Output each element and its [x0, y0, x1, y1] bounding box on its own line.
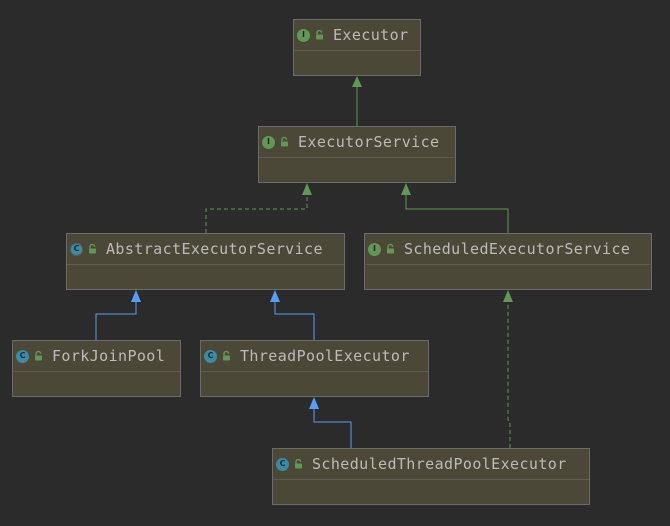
- node-header: C ForkJoinPool: [13, 341, 180, 372]
- arrowhead-executorservice-left: [302, 183, 312, 195]
- node-label: Executor: [333, 26, 409, 44]
- node-header: I ExecutorService: [259, 127, 455, 158]
- interface-icon: I: [368, 242, 381, 256]
- unlocked-padlock-icon: [35, 350, 42, 361]
- arrowhead-executorservice-right: [401, 183, 411, 195]
- abstract-class-icon: C: [70, 242, 83, 256]
- edge-abstractexecutorservice-executorservice: [205, 195, 308, 233]
- node-executorservice[interactable]: I ExecutorService: [258, 126, 456, 183]
- edge-scheduledthreadpoolexecutor-threadpoolexecutor: [313, 409, 352, 448]
- unlocked-padlock-icon: [316, 29, 323, 40]
- unlocked-padlock-icon: [387, 243, 394, 254]
- class-icon: C: [16, 349, 29, 363]
- arrowhead-scheduledexecutorservice: [503, 290, 513, 302]
- arrowhead-threadpoolexecutor: [309, 397, 319, 409]
- class-icon: C: [276, 457, 289, 471]
- node-label: ExecutorService: [298, 133, 440, 151]
- node-executor[interactable]: I Executor: [293, 19, 421, 76]
- unlocked-padlock-icon: [223, 350, 230, 361]
- arrowhead-abstractexecutorservice-right: [270, 290, 280, 302]
- node-header: C ScheduledThreadPoolExecutor: [273, 449, 589, 480]
- node-scheduledthreadpoolexecutor[interactable]: C ScheduledThreadPoolExecutor: [272, 448, 590, 505]
- node-label: AbstractExecutorService: [106, 240, 323, 258]
- unlocked-padlock-icon: [281, 136, 288, 147]
- class-icon: C: [204, 349, 217, 363]
- unlocked-padlock-icon: [89, 243, 96, 254]
- node-abstractexecutorservice[interactable]: C AbstractExecutorService: [66, 233, 345, 290]
- arrowhead-executor: [352, 76, 362, 87]
- interface-icon: I: [297, 28, 310, 42]
- node-forkjoinpool[interactable]: C ForkJoinPool: [12, 340, 181, 397]
- edge-forkjoinpool-abstractexecutorservice: [95, 302, 137, 340]
- edge-scheduledexecutorservice-executorservice: [405, 195, 509, 233]
- node-header: I Executor: [294, 20, 420, 51]
- node-label: ForkJoinPool: [52, 347, 166, 365]
- node-header: C AbstractExecutorService: [67, 234, 344, 265]
- node-threadpoolexecutor[interactable]: C ThreadPoolExecutor: [200, 340, 429, 397]
- node-label: ScheduledExecutorService: [404, 240, 631, 258]
- node-scheduledexecutorservice[interactable]: I ScheduledExecutorService: [364, 233, 652, 290]
- node-header: C ThreadPoolExecutor: [201, 341, 428, 372]
- node-label: ScheduledThreadPoolExecutor: [312, 455, 567, 473]
- interface-icon: I: [262, 135, 275, 149]
- arrowhead-abstractexecutorservice-left: [131, 290, 141, 302]
- unlocked-padlock-icon: [295, 458, 302, 469]
- edge-threadpoolexecutor-abstractexecutorservice: [274, 302, 315, 340]
- node-label: ThreadPoolExecutor: [240, 347, 410, 365]
- edge-scheduledthreadpoolexecutor-scheduledexecutorservice: [507, 302, 511, 448]
- node-header: I ScheduledExecutorService: [365, 234, 651, 265]
